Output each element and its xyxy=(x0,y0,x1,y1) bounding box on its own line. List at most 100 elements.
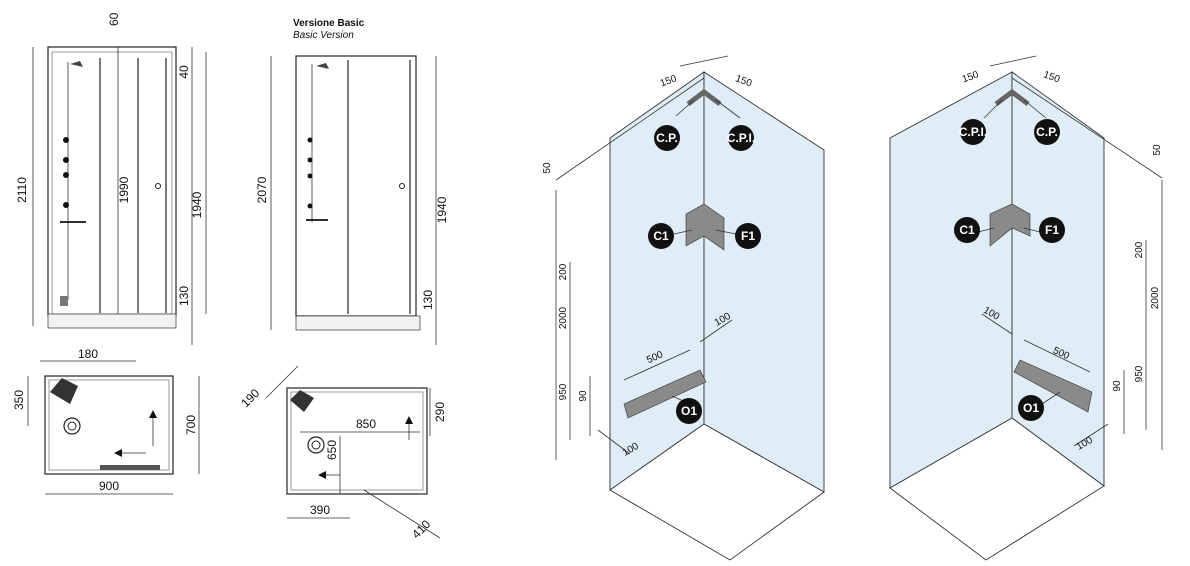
leader-line xyxy=(977,227,995,233)
dim-line xyxy=(1011,77,1163,179)
dim-width: 850 xyxy=(356,417,376,431)
dim-90: 90 xyxy=(1112,380,1123,392)
plan-view-basic: 190 850 290 650 390 410 xyxy=(238,365,447,541)
plan-view-full: 180 350 700 900 xyxy=(12,347,200,495)
shower-tray xyxy=(47,313,177,329)
version-subtitle: Basic Version xyxy=(293,30,354,41)
dim-line xyxy=(989,55,1037,67)
label-marker xyxy=(676,398,702,424)
dim-width: 900 xyxy=(99,479,119,493)
drain-icon xyxy=(307,436,325,454)
label-cpi: C.P.I. xyxy=(959,125,987,139)
cabin-inner-outline xyxy=(51,51,173,315)
dim-line xyxy=(699,319,733,343)
arrow-up-head xyxy=(405,416,413,424)
cabin-outline xyxy=(295,55,417,317)
dim-side-offset: 350 xyxy=(12,390,26,410)
floor xyxy=(889,417,1105,561)
jet-icon xyxy=(307,137,313,143)
dim-bottom: 390 xyxy=(310,503,330,517)
dim-200: 200 xyxy=(558,263,569,280)
label-o1: O1 xyxy=(1023,401,1039,415)
isometric-view-left: C.P. C.P.I. C1 F1 O1 150 150 50 200 2000… xyxy=(542,55,825,561)
arrow-left-head xyxy=(114,449,122,457)
dim-top-left: 150 xyxy=(961,69,981,85)
corner-bracket xyxy=(994,88,1030,106)
dim-90: 90 xyxy=(578,390,589,402)
dim-top: 60 xyxy=(107,12,121,26)
label-c1: C1 xyxy=(653,229,669,243)
label-marker xyxy=(954,217,980,243)
shower-head-icon xyxy=(316,63,329,69)
floor xyxy=(609,423,825,561)
dim-line xyxy=(623,349,691,381)
dim-950: 950 xyxy=(1134,365,1145,382)
leader-line xyxy=(983,99,1003,119)
dim-line xyxy=(1023,339,1091,373)
dim-base: 130 xyxy=(421,290,435,310)
dim-height-total: 2110 xyxy=(15,177,29,203)
drain-block xyxy=(60,296,68,306)
leader-line xyxy=(715,229,737,235)
dim-inner: 650 xyxy=(325,440,339,460)
label-f1: F1 xyxy=(741,229,755,243)
dim-line xyxy=(981,313,1013,335)
dim-diag: 190 xyxy=(238,386,262,410)
label-o1: O1 xyxy=(681,404,697,418)
label-marker xyxy=(1018,395,1044,421)
dim-line xyxy=(265,365,299,399)
dim-side-top: 50 xyxy=(1152,144,1163,156)
label-c1: C1 xyxy=(959,223,975,237)
label-marker xyxy=(735,223,761,249)
door-handle-icon xyxy=(399,183,405,189)
dim-line xyxy=(1073,423,1109,447)
version-title: Versione Basic xyxy=(293,18,365,29)
leader-line xyxy=(715,99,741,119)
connection-plate xyxy=(685,203,725,251)
wall-right xyxy=(703,71,825,493)
leader-line xyxy=(1023,227,1041,233)
drain-strip xyxy=(623,369,707,419)
connection-plate xyxy=(989,203,1031,247)
dim-line xyxy=(555,77,705,181)
leader-line xyxy=(673,229,693,235)
wall-left xyxy=(889,71,1013,489)
jet-icon xyxy=(63,137,69,143)
label-marker xyxy=(728,125,754,151)
dim-top-right: 150 xyxy=(1042,69,1062,85)
drain-strip xyxy=(1013,359,1093,413)
dim-height-total: 2070 xyxy=(255,176,269,203)
front-view-basic: Versione Basic Basic Version 2070 1940 1… xyxy=(255,18,449,345)
label-cp: C.P. xyxy=(1036,125,1058,139)
dim-depth-offset: 180 xyxy=(78,347,98,361)
dim-side: 290 xyxy=(433,402,447,422)
label-cp: C.P. xyxy=(656,131,678,145)
jet-icon xyxy=(63,202,69,208)
dim-base: 130 xyxy=(177,286,191,306)
tray-inner xyxy=(290,391,424,491)
jet-icon xyxy=(307,157,313,163)
dim-top-right: 150 xyxy=(734,73,754,89)
label-marker xyxy=(1039,217,1065,243)
label-marker xyxy=(648,223,674,249)
cabin-outline xyxy=(47,46,177,316)
dim-950: 950 xyxy=(558,383,569,400)
door-rail xyxy=(100,465,160,470)
label-marker xyxy=(960,119,986,145)
leader-line xyxy=(1023,99,1047,119)
shower-tray xyxy=(295,315,421,331)
dim-height-inner: 1990 xyxy=(117,176,131,203)
dim-line xyxy=(679,55,729,67)
isometric-view-right: C.P.I. C.P. C1 F1 O1 150 150 50 200 2000… xyxy=(889,55,1163,561)
column-block-icon xyxy=(290,390,314,412)
dim-door-height: 1940 xyxy=(190,191,204,218)
label-marker xyxy=(1034,119,1060,145)
dim-top-left: 150 xyxy=(659,73,679,89)
tray-outline xyxy=(286,387,428,495)
dim-door-height: 1940 xyxy=(435,196,449,223)
jet-icon xyxy=(307,173,313,179)
dim-side-top: 50 xyxy=(542,162,553,174)
dim-depth: 700 xyxy=(184,415,198,435)
label-marker xyxy=(654,125,680,151)
leader-line xyxy=(675,99,695,117)
